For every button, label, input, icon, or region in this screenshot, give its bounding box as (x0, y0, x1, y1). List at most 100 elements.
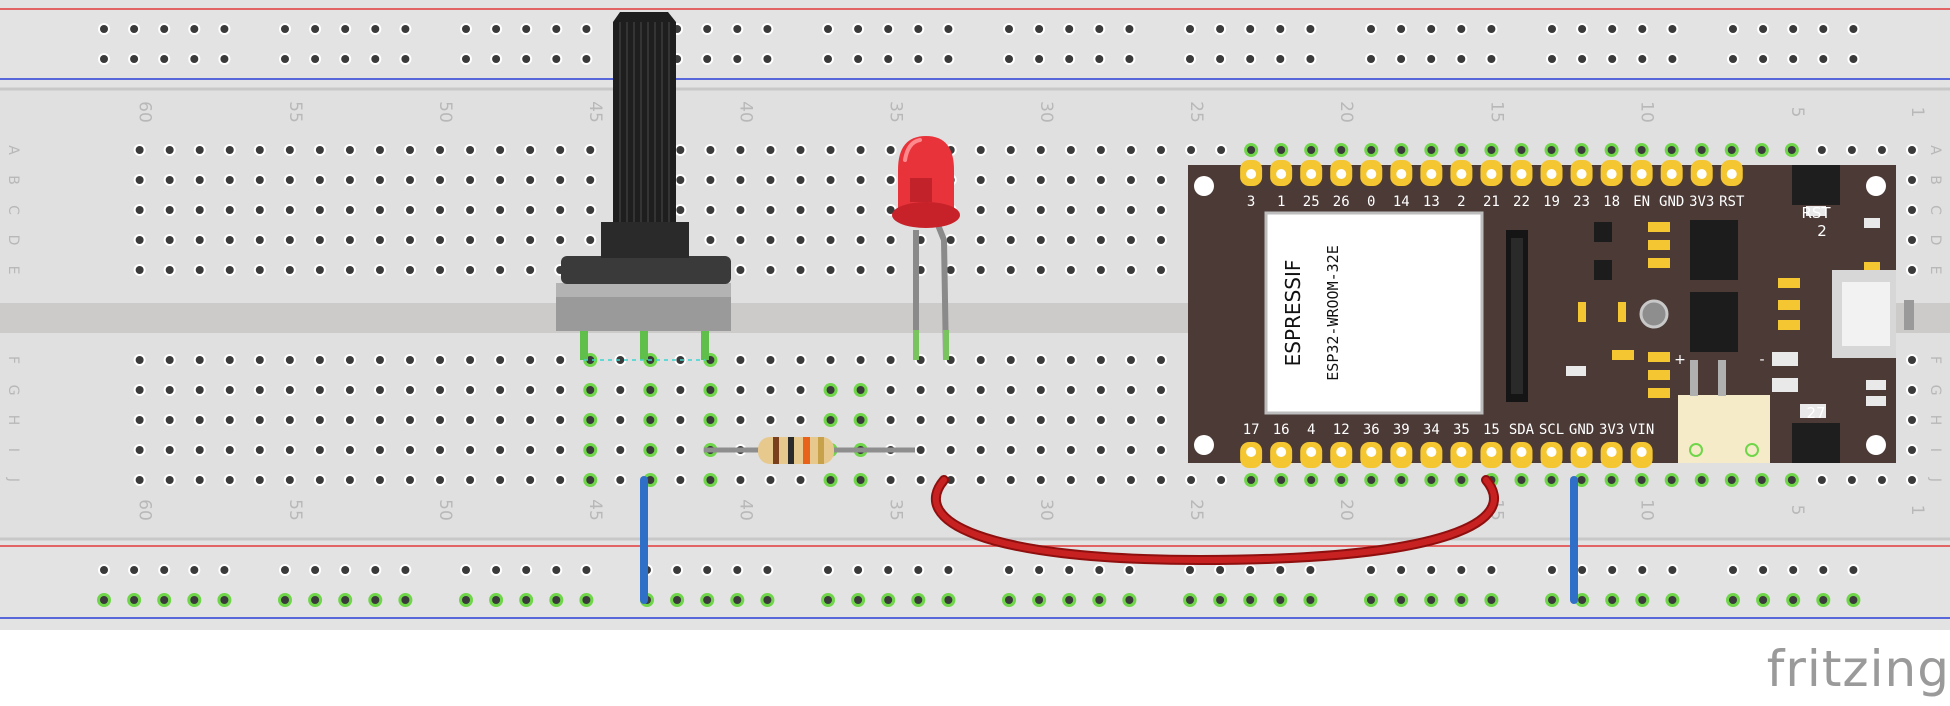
breadboard-hole[interactable] (884, 234, 897, 246)
breadboard-hole[interactable] (193, 354, 206, 366)
breadboard-hole[interactable] (1784, 473, 1799, 487)
breadboard-hole[interactable] (1094, 204, 1107, 216)
breadboard-hole[interactable] (1815, 144, 1828, 156)
breadboard-hole[interactable] (1724, 143, 1739, 157)
breadboard-hole[interactable] (1304, 473, 1319, 487)
breadboard-hole[interactable] (373, 384, 386, 396)
breadboard-hole[interactable] (764, 144, 777, 156)
breadboard-hole[interactable] (464, 444, 477, 456)
breadboard-hole[interactable] (764, 354, 777, 366)
rail-hole[interactable] (1365, 23, 1377, 35)
breadboard-hole[interactable] (343, 174, 356, 186)
rail-hole[interactable] (1636, 53, 1649, 65)
breadboard-hole[interactable] (1124, 354, 1137, 366)
breadboard-hole[interactable] (884, 354, 897, 366)
rail-hole[interactable] (1545, 593, 1559, 607)
esp32-pin[interactable]: 1 (1270, 160, 1293, 210)
breadboard-hole[interactable] (1155, 444, 1167, 456)
rail-hole[interactable] (157, 593, 172, 607)
breadboard-hole[interactable] (734, 174, 747, 186)
rail-hole[interactable] (1425, 53, 1438, 65)
rail-hole[interactable] (1033, 564, 1046, 576)
breadboard-hole[interactable] (1155, 354, 1167, 366)
rail-hole[interactable] (730, 593, 745, 607)
breadboard-hole[interactable] (464, 474, 477, 486)
breadboard-hole[interactable] (494, 414, 507, 426)
rail-hole[interactable] (1002, 593, 1016, 607)
breadboard-hole[interactable] (133, 414, 146, 426)
breadboard-hole[interactable] (163, 174, 176, 186)
rail-hole[interactable] (1666, 564, 1679, 576)
rail-hole[interactable] (1395, 23, 1408, 35)
rail-hole[interactable] (1546, 564, 1558, 576)
breadboard-hole[interactable] (1094, 174, 1107, 186)
breadboard-hole[interactable] (854, 264, 867, 276)
rail-hole[interactable] (911, 593, 926, 607)
breadboard-hole[interactable] (1514, 473, 1529, 487)
rail-hole[interactable] (278, 593, 292, 607)
breadboard-hole[interactable] (1034, 474, 1047, 486)
rail-hole[interactable] (549, 593, 564, 607)
breadboard-hole[interactable] (434, 414, 447, 426)
breadboard-hole[interactable] (1034, 204, 1047, 216)
breadboard-hole[interactable] (554, 474, 567, 486)
esp32-pin[interactable]: SCL (1539, 422, 1564, 468)
breadboard-hole[interactable] (1634, 473, 1649, 487)
breadboard-hole[interactable] (1064, 414, 1077, 426)
breadboard-hole[interactable] (974, 144, 987, 156)
rail-hole[interactable] (460, 53, 472, 65)
breadboard-hole[interactable] (614, 354, 627, 366)
breadboard-hole[interactable] (193, 204, 206, 216)
rail-hole[interactable] (339, 564, 352, 576)
breadboard-hole[interactable] (524, 414, 537, 426)
breadboard-hole[interactable] (163, 264, 176, 276)
breadboard-hole[interactable] (1364, 143, 1379, 157)
breadboard-hole[interactable] (1064, 174, 1077, 186)
rail-hole[interactable] (580, 564, 593, 576)
esp32-pin[interactable]: VIN (1629, 422, 1654, 468)
breadboard-hole[interactable] (283, 384, 296, 396)
breadboard-hole[interactable] (1424, 143, 1439, 157)
breadboard-hole[interactable] (283, 444, 296, 456)
rail-hole[interactable] (158, 53, 171, 65)
breadboard-hole[interactable] (373, 264, 386, 276)
breadboard-hole[interactable] (1004, 474, 1017, 486)
rail-hole[interactable] (579, 593, 594, 607)
rail-hole[interactable] (1062, 593, 1077, 607)
rail-hole[interactable] (1303, 593, 1318, 607)
rail-hole[interactable] (1214, 23, 1227, 35)
breadboard-hole[interactable] (824, 144, 837, 156)
rail-hole[interactable] (460, 23, 472, 35)
breadboard-hole[interactable] (253, 234, 266, 246)
breadboard-hole[interactable] (283, 234, 296, 246)
breadboard-hole[interactable] (1155, 414, 1167, 426)
rail-hole[interactable] (1455, 53, 1468, 65)
breadboard-hole[interactable] (794, 384, 807, 396)
breadboard-hole[interactable] (1094, 354, 1107, 366)
rail-hole[interactable] (1787, 53, 1800, 65)
breadboard-hole[interactable] (1185, 474, 1198, 486)
rail-hole[interactable] (1727, 564, 1739, 576)
breadboard-hole[interactable] (1724, 473, 1739, 487)
breadboard-hole[interactable] (1124, 204, 1137, 216)
breadboard-hole[interactable] (794, 144, 807, 156)
breadboard-hole[interactable] (734, 384, 747, 396)
rail-hole[interactable] (882, 53, 895, 65)
breadboard-hole[interactable] (1034, 384, 1047, 396)
breadboard-hole[interactable] (974, 384, 987, 396)
breadboard-hole[interactable] (1034, 444, 1047, 456)
rail-hole[interactable] (1576, 23, 1589, 35)
breadboard-hole[interactable] (794, 234, 807, 246)
breadboard-hole[interactable] (1784, 143, 1799, 157)
breadboard-hole[interactable] (584, 144, 597, 156)
breadboard-hole[interactable] (1454, 143, 1469, 157)
breadboard-hole[interactable] (1155, 204, 1167, 216)
breadboard-hole[interactable] (1064, 444, 1077, 456)
breadboard-hole[interactable] (1124, 384, 1137, 396)
breadboard-hole[interactable] (494, 174, 507, 186)
breadboard-hole[interactable] (794, 174, 807, 186)
rail-hole[interactable] (520, 23, 533, 35)
rail-hole[interactable] (188, 53, 201, 65)
breadboard-hole[interactable] (584, 204, 597, 216)
